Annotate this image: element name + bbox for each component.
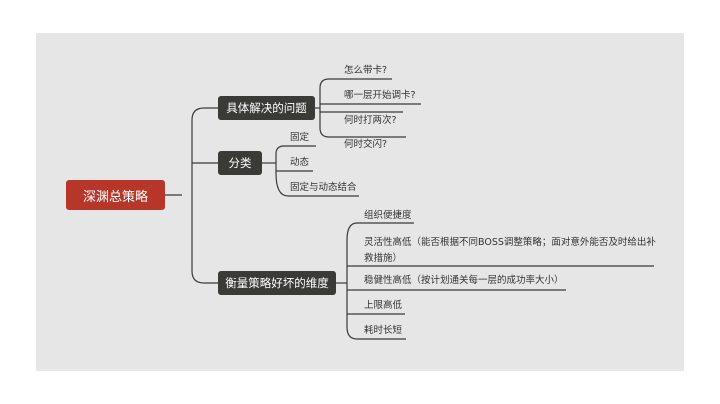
leaf-dynamic[interactable]: 动态 (290, 157, 310, 168)
root-label: 深渊总策略 (82, 189, 148, 205)
leaf-upper-limit[interactable]: 上限高低 (364, 300, 403, 311)
leaf-how-to-bring-cards[interactable]: 怎么带卡? (344, 65, 388, 76)
leaf-flexibility[interactable]: 灵活性高低（能否根据不同BOSS调整策略；面对意外能否及时给出补救措施） (364, 237, 656, 264)
branch-problems[interactable]: 具体解决的问题 (218, 96, 315, 120)
branch-label: 衡量策略好坏的维度 (225, 276, 329, 290)
root-node[interactable]: 深渊总策略 (66, 180, 165, 210)
branch-dimensions[interactable]: 衡量策略好坏的维度 (218, 271, 336, 295)
leaf-organization-ease[interactable]: 组织便捷度 (364, 210, 412, 221)
leaf-fixed[interactable]: 固定 (290, 132, 310, 143)
leaf-when-use-flash[interactable]: 何时交闪? (344, 139, 388, 150)
branch-label: 具体解决的问题 (226, 101, 307, 115)
leaf-which-floor-adjust[interactable]: 哪一层开始调卡? (344, 90, 416, 101)
leaf-time-cost[interactable]: 耗时长短 (364, 325, 403, 336)
leaf-when-fight-twice[interactable]: 何时打两次? (344, 115, 397, 126)
branch-label: 分类 (228, 156, 252, 170)
branch-category[interactable]: 分类 (218, 151, 262, 175)
leaf-fixed-dynamic-mix[interactable]: 固定与动态结合 (290, 182, 357, 193)
leaf-stability[interactable]: 稳健性高低（按计划通关每一层的成功率大小） (364, 275, 564, 286)
